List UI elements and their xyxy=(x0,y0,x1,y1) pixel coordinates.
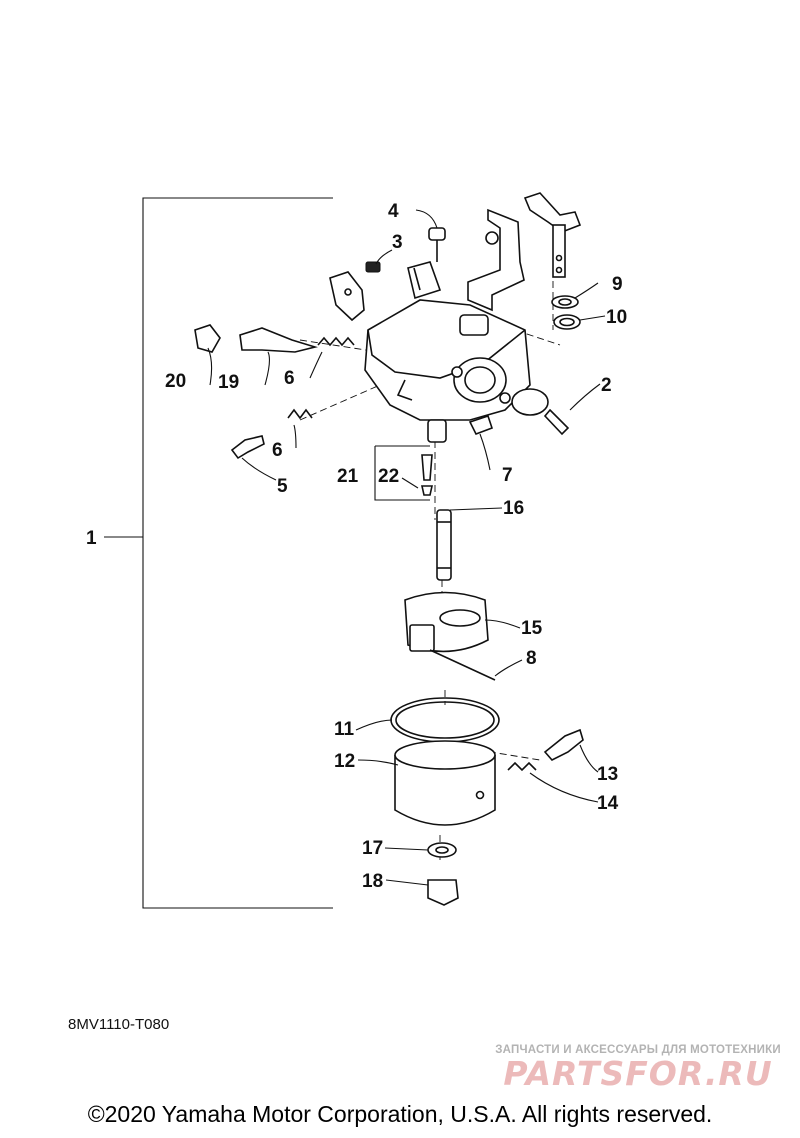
leader-lines xyxy=(207,209,606,886)
callout-9: 9 xyxy=(612,274,623,295)
callout-19: 19 xyxy=(218,372,239,393)
carburetor-body xyxy=(364,261,531,443)
callout-11: 11 xyxy=(334,719,355,740)
float-bowl xyxy=(390,697,584,826)
callout-labels: 1 2 3 4 5 6 6 7 8 9 10 11 12 13 14 15 16… xyxy=(86,201,627,892)
pilot-screw-set xyxy=(194,324,494,460)
callout-20: 20 xyxy=(165,371,186,392)
callout-17: 17 xyxy=(362,838,383,859)
watermark: ЗАПЧАСТИ И АКСЕССУАРЫ ДЛЯ МОТОТЕХНИКИ PA… xyxy=(488,1044,788,1092)
callout-15: 15 xyxy=(521,618,543,639)
diagram-reference-code: 8MV1110-T080 xyxy=(68,1016,170,1033)
throttle-lever xyxy=(523,192,582,330)
drain-plug xyxy=(427,842,459,906)
callout-4: 4 xyxy=(388,201,399,222)
throttle-plate xyxy=(511,388,570,436)
needle-valve xyxy=(374,445,433,501)
throttle-bracket xyxy=(467,208,525,312)
callout-18: 18 xyxy=(362,871,383,892)
choke-plate xyxy=(329,227,446,322)
callout-3: 3 xyxy=(392,232,403,253)
callout-22: 22 xyxy=(378,466,399,487)
callout-8: 8 xyxy=(526,648,537,669)
callout-10: 10 xyxy=(606,307,627,328)
callout-14: 14 xyxy=(597,793,619,814)
callout-6a: 6 xyxy=(284,368,295,389)
callout-1: 1 xyxy=(86,528,97,549)
assembly-bracket xyxy=(104,197,333,909)
callout-16: 16 xyxy=(503,498,524,519)
callout-6b: 6 xyxy=(272,440,283,461)
callout-7: 7 xyxy=(502,465,513,486)
callout-12: 12 xyxy=(334,751,355,772)
callout-2: 2 xyxy=(601,375,612,396)
main-jet xyxy=(436,509,452,581)
callout-13: 13 xyxy=(597,764,618,785)
watermark-tagline: ЗАПЧАСТИ И АКСЕССУАРЫ ДЛЯ МОТОТЕХНИКИ xyxy=(495,1044,781,1056)
watermark-logo: PARTSFOR.RU xyxy=(503,1054,773,1093)
callout-21: 21 xyxy=(337,466,359,487)
copyright-notice: ©2020 Yamaha Motor Corporation, U.S.A. A… xyxy=(87,1101,713,1127)
float xyxy=(404,591,496,681)
callout-5: 5 xyxy=(277,476,288,497)
